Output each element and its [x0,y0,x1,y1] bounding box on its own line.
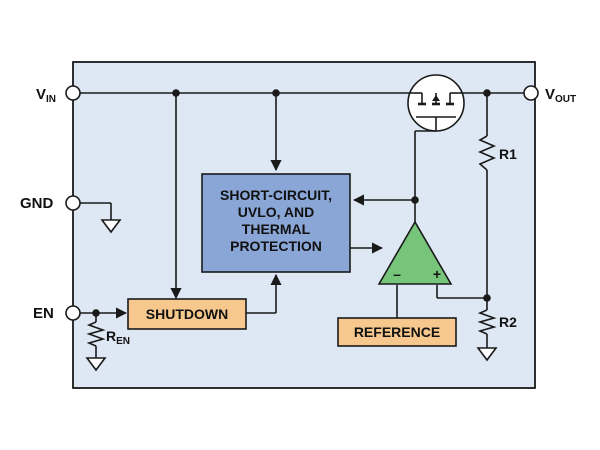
protection-line-1: SHORT-CIRCUIT, [220,187,332,203]
mosfet-pass-transistor [407,74,465,132]
pin-label-en: EN [33,305,54,322]
resistor-ren-label: REN [106,328,130,347]
junction-dot [172,89,180,97]
error-amplifier [377,220,453,285]
junction-dot [411,196,419,204]
ground-symbol-gnd [100,219,122,234]
reference-block [337,317,457,347]
opamp-minus: – [393,266,401,282]
resistor-r1 [477,135,497,171]
pin-label-vin: VIN [36,86,56,105]
protection-line-2: UVLO, AND [238,204,314,220]
reference-label: REFERENCE [354,324,440,340]
resistor-r1-label: R1 [499,146,517,162]
pin-terminal-vin [65,85,81,101]
junction-dot [483,294,491,302]
shutdown-label: SHUTDOWN [146,306,228,322]
protection-block [201,173,351,273]
shutdown-block [127,298,247,330]
pin-terminal-vout [523,85,539,101]
opamp-plus: + [433,266,441,282]
pin-terminal-en [65,305,81,321]
pin-label-gnd: GND [20,195,54,212]
pin-label-vout: VOUT [545,86,576,105]
resistor-ren [86,321,106,347]
junction-dot [483,89,491,97]
junction-dot [92,309,100,317]
ground-symbol-ren [85,357,107,372]
pin-terminal-gnd [65,195,81,211]
ground-symbol-r2 [476,347,498,362]
resistor-r2-label: R2 [499,314,517,330]
protection-line-4: PROTECTION [230,238,322,254]
protection-line-3: THERMAL [242,221,311,237]
wiring [80,92,524,358]
junction-dot [272,89,280,97]
resistor-r2 [477,309,497,335]
